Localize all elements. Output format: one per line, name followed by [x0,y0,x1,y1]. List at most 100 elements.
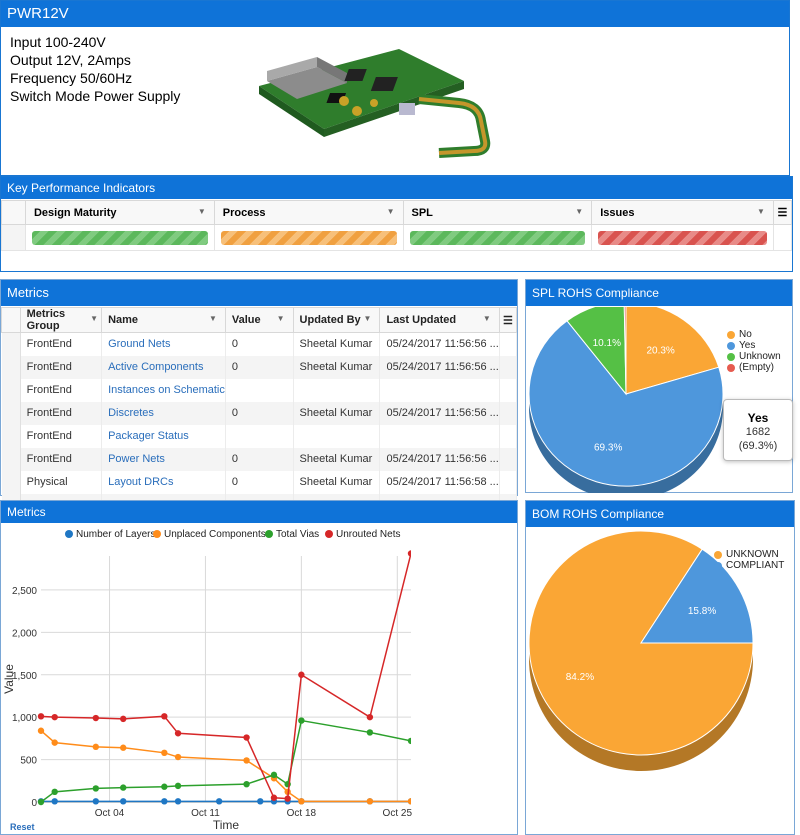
data-point[interactable] [407,737,414,745]
data-point[interactable] [51,798,58,805]
pie-slice-yes[interactable] [528,320,724,487]
legend-label[interactable]: Unrouted Nets [336,529,400,540]
row-gutter [1,447,21,471]
data-point[interactable] [92,714,100,722]
data-point[interactable] [51,788,58,796]
legend-label[interactable]: Unplaced Components [164,529,266,540]
chevron-down-icon[interactable]: ▼ [363,314,372,323]
data-point[interactable] [174,753,182,761]
legend-item[interactable]: COMPLIANT [714,560,784,571]
data-point[interactable] [37,798,45,806]
chevron-down-icon[interactable]: ▼ [90,314,99,323]
data-point[interactable] [120,744,127,751]
column-header-metrics-group[interactable]: Metrics Group▼ [19,307,103,333]
pie-slice-no[interactable] [625,307,720,395]
data-point[interactable] [366,713,374,721]
data-point[interactable] [270,771,278,779]
data-point[interactable] [120,715,127,723]
cell-name-link[interactable]: Discretes [101,401,226,425]
data-point[interactable] [366,729,374,736]
column-header-name[interactable]: Name▼ [101,307,226,333]
data-point[interactable] [161,749,168,756]
data-point[interactable] [174,730,182,737]
chevron-down-icon[interactable]: ▼ [208,314,217,323]
cell-name-link[interactable]: Ground Nets [101,332,226,356]
cell-name-link[interactable]: Instances on Schematic [101,378,226,402]
legend-label: COMPLIANT [726,560,785,571]
data-point[interactable] [174,798,182,805]
data-point[interactable] [37,727,45,734]
kpi-header-process[interactable]: Process▼ [213,200,404,225]
data-point[interactable] [174,782,182,790]
kpi-bar-issues [598,230,767,245]
data-point[interactable] [407,550,414,557]
column-header-updated-by[interactable]: Updated By▼ [292,307,381,333]
chevron-down-icon[interactable]: ▼ [482,314,491,323]
data-point[interactable] [257,798,264,805]
data-point[interactable] [298,717,305,724]
cell-name-link[interactable]: Power Nets [101,447,226,471]
cell-name-link[interactable]: Layout DRCs [101,470,226,494]
data-point[interactable] [51,739,58,746]
data-point[interactable] [51,713,58,721]
data-point[interactable] [243,757,250,764]
data-point[interactable] [37,713,45,720]
legend-label[interactable]: Number of Layers [76,529,155,540]
spl-pie-chart[interactable]: 20.3%69.3%10.1% [526,307,792,493]
chevron-down-icon[interactable]: ▼ [197,207,206,216]
legend-label[interactable]: Total Vias [276,529,319,540]
legend-item[interactable]: UNKNOWN [714,549,784,560]
data-point[interactable] [120,784,127,791]
kpi-header-design-maturity[interactable]: Design Maturity▼ [24,200,215,225]
pie-slice-empty[interactable] [623,307,627,395]
data-point[interactable] [161,798,168,805]
cell-name-link[interactable]: Active Components [101,355,226,379]
chevron-down-icon[interactable]: ▼ [386,207,395,216]
data-point[interactable] [284,795,291,802]
cell-last-updated: 05/24/2017 11:56:56 ... [379,401,500,425]
kpi-header-issues[interactable]: Issues▼ [591,200,774,225]
cell-metrics-group: FrontEnd [20,424,103,448]
data-point[interactable] [92,798,100,805]
data-point[interactable] [161,783,168,790]
data-point[interactable] [243,780,250,788]
pie-slice-compliant[interactable] [640,548,754,644]
data-point[interactable] [298,798,305,805]
bom-pie-chart[interactable]: 84.2%15.8% [526,528,794,834]
data-point[interactable] [243,734,250,741]
column-header-value[interactable]: Value▼ [224,307,294,333]
cell-name-link[interactable]: Packager Status [101,424,226,448]
hamburger-icon[interactable]: ☰ [772,200,793,225]
data-point[interactable] [120,798,127,805]
data-point[interactable] [298,671,305,678]
column-header-last-updated[interactable]: Last Updated▼ [379,307,500,333]
legend-item[interactable]: Unknown [727,351,781,362]
data-point[interactable] [270,794,278,801]
pie-slice-unknown[interactable] [566,307,627,396]
data-point[interactable] [161,713,168,720]
data-point[interactable] [92,785,100,792]
legend-item[interactable]: No [727,329,781,340]
chevron-down-icon[interactable]: ▼ [757,207,765,216]
cell-last-updated [379,424,500,448]
reset-button[interactable]: Reset [10,822,35,832]
legend-item[interactable]: Yes [727,340,781,351]
data-point[interactable] [92,743,100,751]
data-point[interactable] [215,798,223,805]
data-point[interactable] [407,798,414,805]
chevron-down-icon[interactable]: ▼ [276,314,285,323]
data-point[interactable] [366,798,374,805]
kpi-header-spl[interactable]: SPL▼ [402,200,593,225]
legend-item[interactable]: (Empty) [727,362,781,373]
chevron-down-icon[interactable]: ▼ [575,207,584,216]
hamburger-icon[interactable]: ☰ [498,307,518,333]
